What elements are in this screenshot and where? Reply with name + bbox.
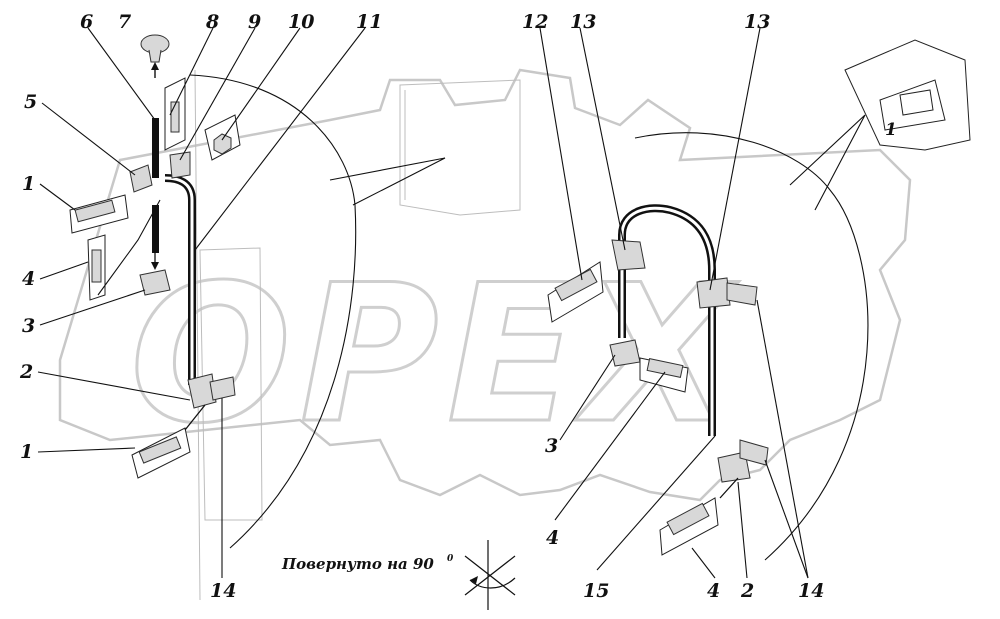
- callout-4-right-upper: 4: [546, 527, 559, 549]
- callout-5: 5: [24, 91, 37, 113]
- callout-2-left: 2: [19, 361, 33, 383]
- bolt-part-8: [170, 101, 180, 133]
- bracket-part-2-right: [717, 451, 751, 483]
- callout-2-right: 2: [740, 580, 754, 602]
- rod-part-lower: [152, 205, 159, 253]
- plate-part-14-right-upper: [726, 282, 758, 306]
- callout-13-a: 13: [570, 11, 596, 33]
- callout-10: 10: [288, 11, 314, 33]
- right-assembly: [539, 27, 809, 579]
- left-view-arc: [189, 74, 357, 549]
- callout-4-right-lower: 4: [707, 580, 720, 602]
- left-assembly: [37, 27, 366, 578]
- callout-12: 12: [522, 11, 548, 33]
- bolt-part-1-lower: [138, 436, 182, 464]
- rotation-symbol: [464, 540, 516, 610]
- callout-14-left: 14: [210, 580, 236, 602]
- left-view-pointer: [329, 157, 446, 206]
- nut-part-10: [213, 133, 232, 155]
- rotation-caption: Повернуто на 90: [281, 555, 434, 573]
- callout-3-right: 3: [545, 435, 558, 457]
- plate-part-14-right-lower: [739, 439, 769, 466]
- watermark-gear: [58, 68, 912, 502]
- clamp-part-3-left: [139, 269, 171, 296]
- watermark: OPEX: [58, 68, 912, 502]
- callout-11: 11: [356, 11, 382, 33]
- bracket-part-13-a: [611, 239, 646, 271]
- cab-marker: 1: [885, 120, 897, 140]
- right-view-pointer: [789, 114, 866, 211]
- clip-part-9: [169, 151, 191, 179]
- cab-thumbnail: 1: [844, 39, 971, 151]
- background-panel: [194, 69, 521, 601]
- plate-part-14-left: [209, 376, 236, 401]
- callout-13-b: 13: [744, 11, 770, 33]
- callout-4-left: 4: [22, 268, 35, 290]
- lower-bracket-left: [187, 373, 217, 409]
- bolt-part-12: [554, 268, 598, 302]
- callout-15: 15: [583, 580, 609, 602]
- bracket-part-5: [129, 164, 153, 193]
- right-view-arc: [634, 132, 869, 561]
- callout-8: 8: [205, 11, 219, 33]
- bracket-part-13-b: [696, 277, 731, 309]
- callout-1-lower: 1: [20, 441, 33, 463]
- callout-7: 7: [118, 11, 131, 33]
- rotation-degree-mark: 0: [447, 554, 454, 564]
- view-boundaries: [189, 74, 869, 561]
- screw-part-4-right-lower: [666, 502, 710, 536]
- callout-14-right: 14: [798, 580, 824, 602]
- screw-part-4-left: [91, 249, 102, 283]
- callout-9: 9: [248, 11, 261, 33]
- callout-3-left: 3: [22, 315, 35, 337]
- watermark-text: OPEX: [130, 244, 740, 465]
- callout-6: 6: [80, 11, 93, 33]
- callout-1-upper: 1: [22, 173, 35, 195]
- rod-part-6: [152, 118, 159, 178]
- clamp-part-3-right: [609, 339, 641, 367]
- bolt-part-1-upper: [74, 199, 116, 223]
